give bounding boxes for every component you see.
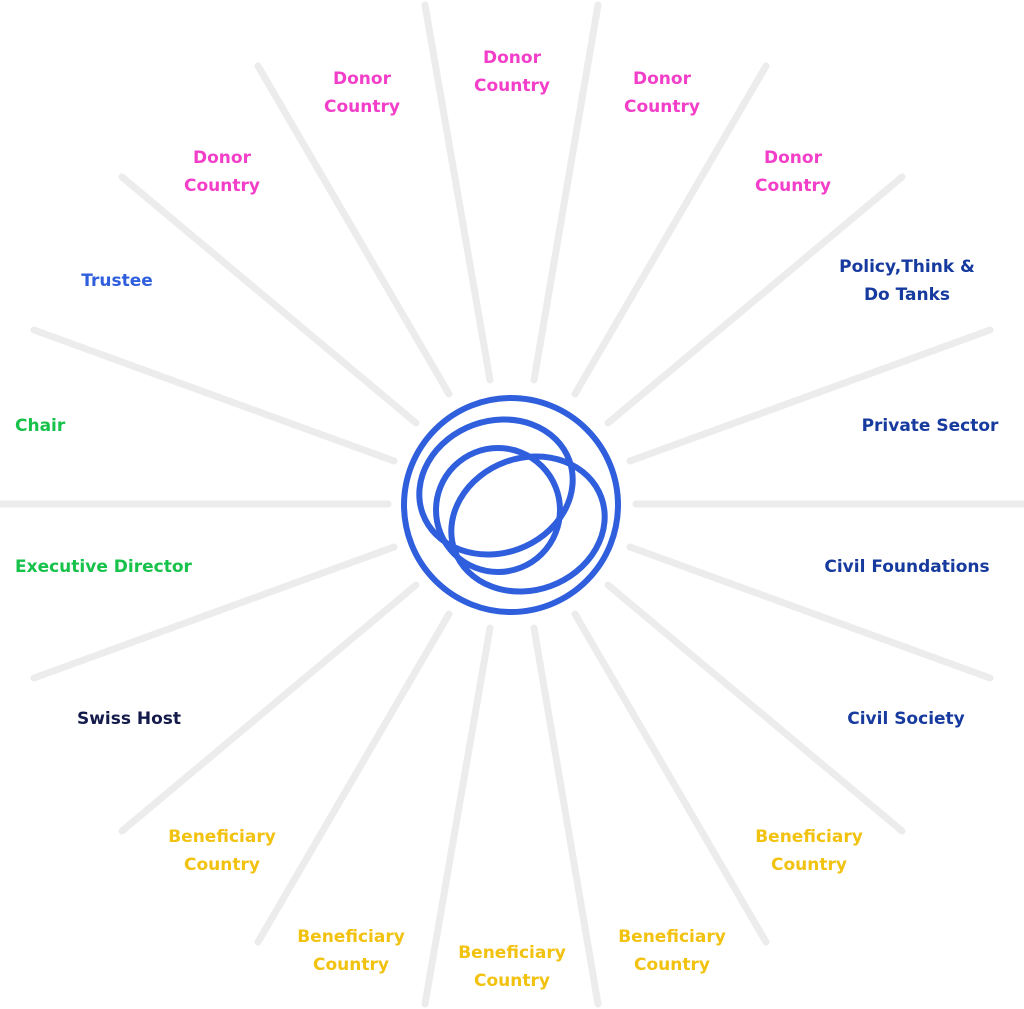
spoke-line xyxy=(30,543,398,682)
spoke-line xyxy=(604,173,906,427)
spoke-line xyxy=(30,326,398,465)
spoke-line xyxy=(530,1,602,384)
node-civil-society: Civil Society xyxy=(847,709,965,729)
spoke-line xyxy=(571,62,770,398)
spoke-line xyxy=(530,624,602,1008)
node-swiss-host: Swiss Host xyxy=(76,709,182,729)
spoke-line xyxy=(118,173,420,427)
node-trustee: Trustee xyxy=(81,271,153,291)
network-logo-icon xyxy=(401,395,621,615)
node-private-sector: Private Sector xyxy=(861,416,999,436)
spoke-line xyxy=(254,62,453,398)
spoke-line xyxy=(626,543,994,682)
spoke-line xyxy=(571,610,770,946)
node-chair: Chair xyxy=(15,416,66,436)
node-executive-director: Executive Director xyxy=(15,557,192,577)
node-civil-foundations: Civil Foundations xyxy=(824,557,990,577)
spoke-line xyxy=(421,1,494,384)
spoke-line xyxy=(626,326,994,465)
spoke-line xyxy=(118,581,420,835)
spoke-line xyxy=(421,624,494,1008)
node-policy-think-do-tanks: Policy,Think &Do Tanks xyxy=(839,257,975,305)
spoke-line xyxy=(254,610,453,946)
spoke-line xyxy=(604,581,906,835)
